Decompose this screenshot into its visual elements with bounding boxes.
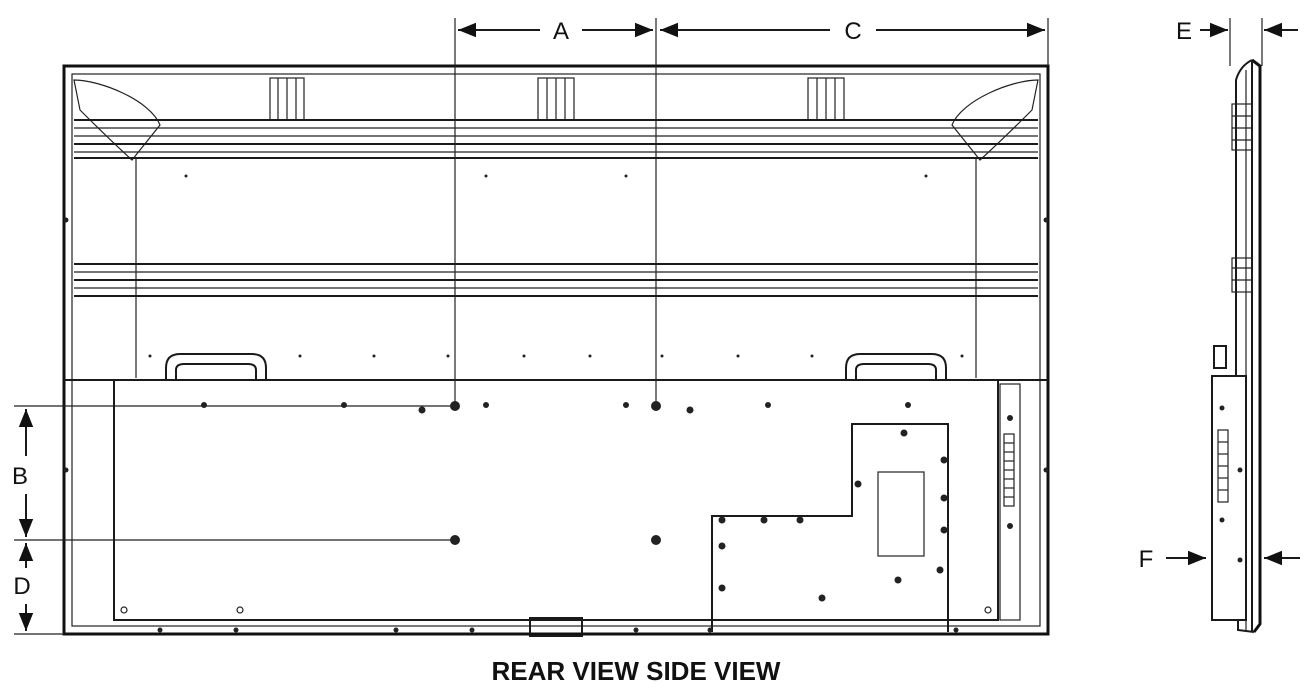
electronics-plate xyxy=(711,423,949,632)
dimension-a: A xyxy=(458,18,653,45)
dimension-f: F xyxy=(1139,546,1300,573)
side-electronics-box xyxy=(1211,375,1247,621)
screw-dots xyxy=(63,174,1049,633)
label-d: D xyxy=(13,573,30,600)
lower-panel xyxy=(113,379,999,621)
label-c: C xyxy=(844,18,861,45)
dimension-d: D xyxy=(13,543,34,631)
side-view xyxy=(1211,18,1263,633)
rear-inner-frame xyxy=(71,73,1041,627)
top-vents xyxy=(269,77,845,121)
view-caption: REAR VIEW SIDE VIEW xyxy=(492,656,781,686)
middle-rails xyxy=(74,263,1038,297)
dimension-c: C xyxy=(660,18,1045,45)
label-a: A xyxy=(553,18,569,45)
inner-module xyxy=(877,471,925,557)
label-e: E xyxy=(1176,18,1192,45)
label-b: B xyxy=(12,463,28,490)
label-f: F xyxy=(1139,546,1154,573)
rear-view xyxy=(14,18,1050,637)
dimension-e: E xyxy=(1176,18,1298,45)
left-handle xyxy=(165,353,267,380)
upper-rails xyxy=(74,119,1038,159)
right-handle xyxy=(845,353,947,380)
rear-outer-frame xyxy=(62,64,1050,636)
bottom-tab xyxy=(529,617,583,637)
dimension-b: B xyxy=(12,409,34,537)
connector-column xyxy=(999,383,1021,621)
